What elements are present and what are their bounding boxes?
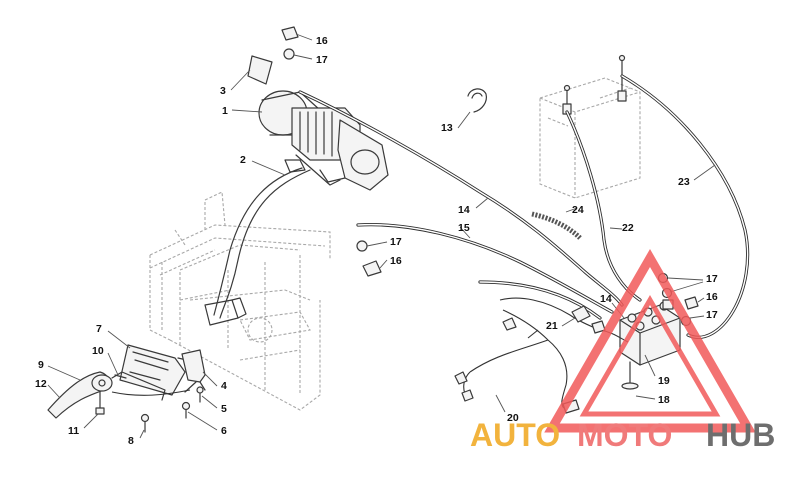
callout-15: 15 (458, 222, 470, 234)
callout-16c: 16 (706, 291, 718, 303)
callout-17a: 17 (316, 54, 328, 66)
wiring-harness (454, 297, 629, 414)
winch-cable (213, 167, 311, 319)
callout-6: 6 (221, 425, 227, 437)
battery (539, 54, 641, 199)
watermark-logo (544, 248, 756, 433)
atv-frame (149, 191, 331, 411)
callout-17d: 17 (706, 309, 718, 321)
callout-1: 1 (222, 105, 228, 117)
callouts: 16 17 3 1 2 13 14 15 17 16 24 22 23 17 1… (35, 33, 718, 447)
small-screw-10 (114, 374, 127, 379)
callout-14a: 14 (458, 204, 470, 216)
winch-assembly (258, 90, 389, 191)
callout-18: 18 (658, 394, 670, 406)
callout-8: 8 (128, 435, 134, 447)
switch-wire (111, 389, 191, 396)
screws-5-6-8 (140, 386, 204, 433)
cable-strap (467, 88, 487, 113)
watermark-triangle (544, 248, 756, 433)
switch-screw (95, 391, 105, 415)
callout-20: 22 (622, 222, 634, 234)
watermark-hub: HUB (706, 417, 775, 453)
nut-lower (356, 240, 368, 252)
callout-17b: 17 (390, 236, 402, 248)
terminal-cap-lower (362, 260, 382, 277)
switch-lever (47, 371, 113, 419)
watermark-wordmark: AUTO MOTO HUB (470, 417, 775, 453)
callout-12: 12 (35, 378, 47, 390)
power-cable-14 (298, 90, 624, 307)
bracket-4 (181, 349, 206, 391)
callout-9: 9 (38, 359, 44, 371)
watermark-auto: AUTO (470, 417, 560, 453)
callout-5: 5 (221, 403, 227, 415)
callout-16b: 16 (390, 255, 402, 267)
winch-cover (247, 55, 273, 85)
callout-21: 23 (678, 176, 690, 188)
terminal-cap-top (281, 26, 299, 41)
ground-cable (478, 280, 602, 320)
callout-4: 4 (221, 380, 227, 392)
watermark-moto: MOTO (577, 417, 672, 453)
mount-bolt-18 (621, 361, 639, 390)
callout-7: 7 (96, 323, 102, 335)
callout-2: 2 (240, 154, 246, 166)
watermark-triangle-inner (579, 295, 721, 417)
callout-3: 3 (220, 85, 226, 97)
callout-17c: 17 (706, 273, 718, 285)
callout-19: 19 (658, 375, 670, 387)
callout-14b: 14 (600, 293, 612, 305)
power-cable-15 (356, 223, 614, 314)
callout-11: 11 (68, 425, 79, 437)
callout-22: 21 (546, 320, 558, 332)
callout-10: 10 (92, 345, 104, 357)
wire-conduit (531, 211, 582, 240)
callout-16a: 16 (316, 35, 328, 47)
callout-24: 24 (572, 204, 584, 216)
nut-top (283, 48, 295, 60)
battery-cable-21 (620, 74, 750, 339)
callout-23: 20 (507, 412, 519, 424)
callout-13: 13 (441, 122, 453, 134)
battery-cable-20 (565, 110, 642, 302)
winch-mount-plate (204, 297, 247, 326)
